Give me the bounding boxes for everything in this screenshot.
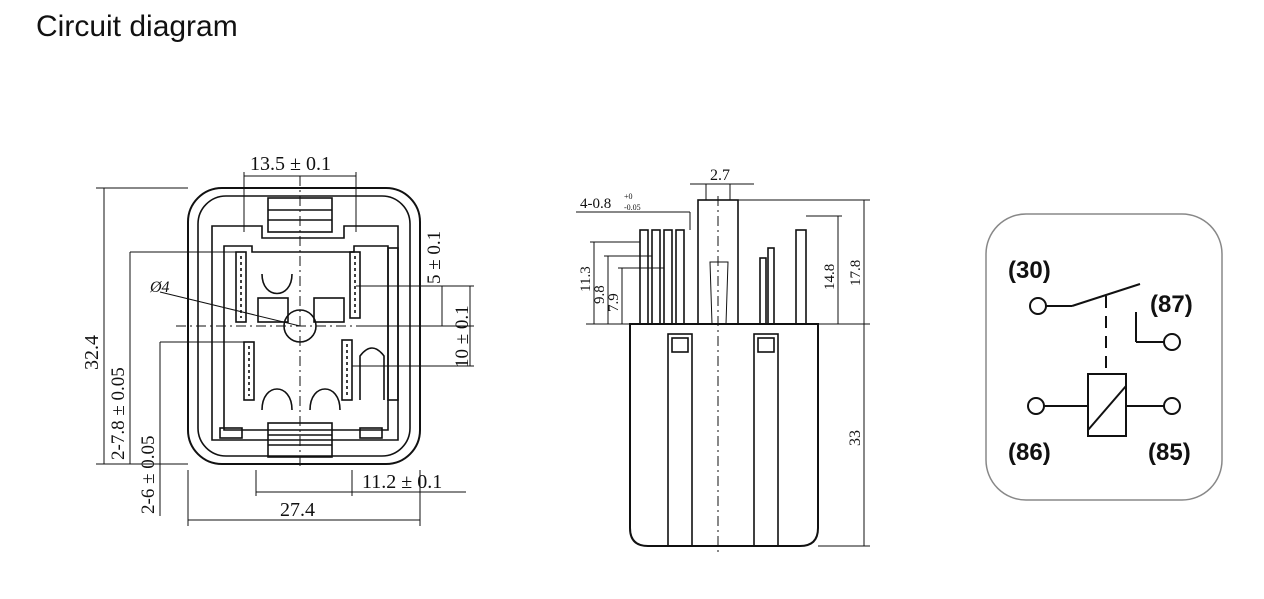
page-title: Circuit diagram [36,10,238,43]
dim-bottom-inner: 11.2 ± 0.1 [362,471,442,493]
dim-pin-b: 9.8 [592,285,608,304]
dim-left-a: 2-7.8 ± 0.05 [108,367,129,460]
dim-hole-diameter: Ø4 [149,279,170,296]
dim-pin-e: 17.8 [848,260,864,286]
dim-height: 32.4 [81,335,103,370]
terminal-87-label: (87) [1150,291,1193,318]
dim-right-lower: 10 ± 0.1 [452,305,473,368]
dim-pin-spec: 4-0.8 [580,196,611,212]
terminal-86-label: (86) [1008,439,1051,466]
dim-pin-c: 7.9 [606,293,622,312]
bottom-view [96,172,474,526]
dim-pin-a: 11.3 [578,266,594,292]
dim-bottom-width: 27.4 [280,499,315,521]
dim-top-width: 13.5 ± 0.1 [250,153,331,175]
dim-left-b: 2-6 ± 0.05 [138,435,159,514]
relay-schematic [985,213,1223,501]
dim-pin-gap: 2.7 [710,167,730,184]
dim-pin-spec-tol-upper: +0 [624,192,633,201]
terminal-85-label: (85) [1148,439,1191,466]
dim-pin-d: 14.8 [822,264,838,290]
terminal-30-label: (30) [1008,257,1051,284]
dim-pin-spec-tol-lower: -0.05 [624,203,641,212]
dim-body-height: 33 [847,430,864,446]
dim-right-upper: 5 ± 0.1 [424,231,445,284]
side-view [576,183,870,556]
